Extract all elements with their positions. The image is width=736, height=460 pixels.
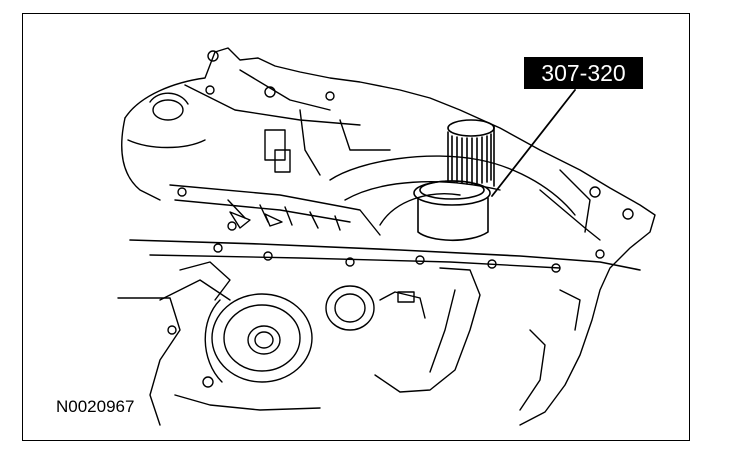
gasket-flange: [129, 239, 641, 271]
housing-outline: [124, 47, 656, 426]
secondary-bore: [325, 285, 375, 331]
pump-housing: [204, 293, 313, 383]
tool-number-callout: 307-320: [524, 57, 643, 89]
seal-installer-tool: [413, 119, 495, 242]
callout-leader: [491, 89, 576, 197]
case-bore: [329, 155, 576, 216]
figure-id-label: N0020967: [56, 397, 135, 416]
